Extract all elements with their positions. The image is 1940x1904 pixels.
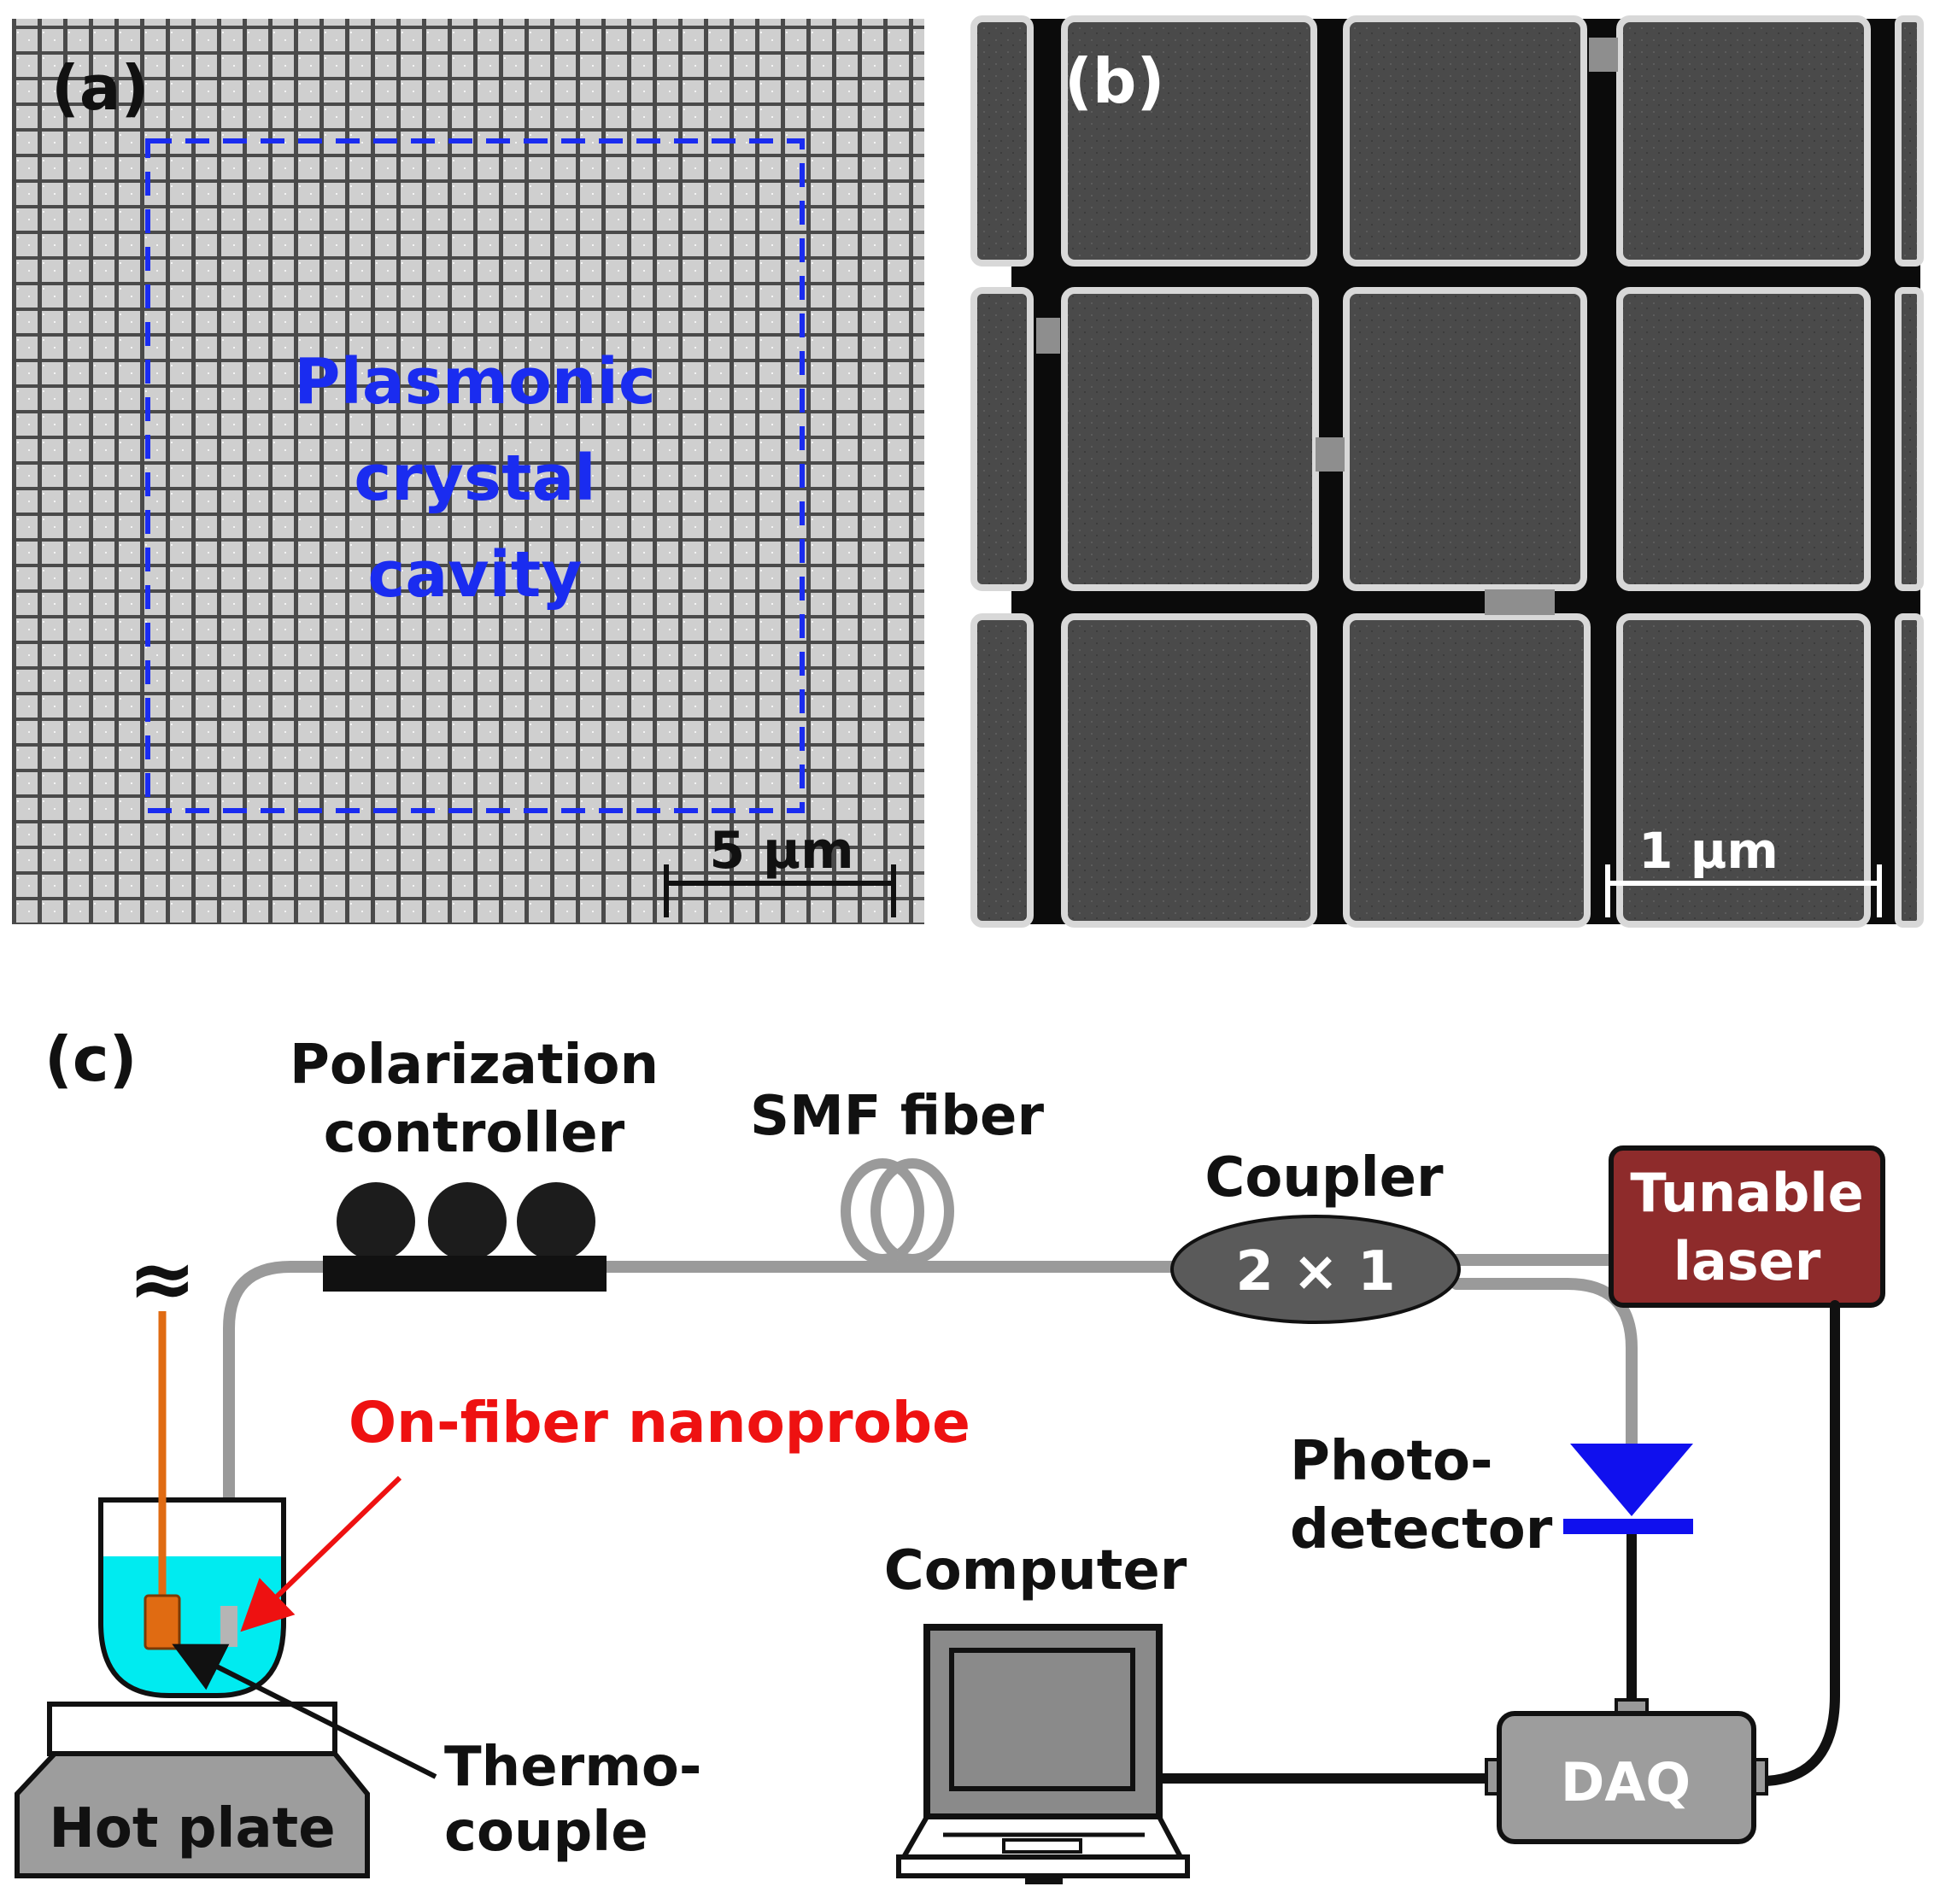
fiber-coil bbox=[841, 1158, 954, 1264]
computer-label: Computer bbox=[884, 1539, 1187, 1602]
panel-b-letter: (b) bbox=[1064, 45, 1164, 117]
photodetector bbox=[1563, 1444, 1693, 1534]
scale-label-b: 1 µm bbox=[1638, 822, 1779, 880]
sem-image-a bbox=[12, 19, 924, 924]
scale-bar-a bbox=[664, 864, 896, 917]
scale-bar-b bbox=[1605, 864, 1882, 917]
cavity-outline bbox=[145, 138, 805, 813]
sem-squares bbox=[970, 15, 1924, 928]
fiber-probe-tip bbox=[220, 1606, 237, 1647]
thermocouple-tip bbox=[144, 1594, 181, 1650]
thermocouple-arrow bbox=[172, 1643, 437, 1779]
coupler-ratio: 2 × 1 bbox=[1235, 1240, 1395, 1304]
polarization-controller-label-2: controller bbox=[324, 1102, 625, 1165]
polarization-controller bbox=[323, 1182, 607, 1292]
panel-c: (c) Polarization controller SMF fiber 2 … bbox=[15, 1023, 1885, 1884]
computer-icon bbox=[896, 1624, 1190, 1884]
tunable-laser-label-1: Tunable bbox=[1630, 1162, 1863, 1224]
electrical-cables bbox=[1157, 1300, 1840, 1786]
optical-fiber bbox=[223, 1254, 1638, 1631]
approx-symbol: ≈ bbox=[128, 1231, 196, 1327]
probe-label: On-fiber nanoprobe bbox=[349, 1390, 970, 1456]
panel-b: (b) 1 µm bbox=[970, 15, 1924, 928]
beaker bbox=[98, 1497, 286, 1698]
tunable-laser bbox=[1609, 1145, 1885, 1308]
cavity-label-line-2: crystal bbox=[354, 442, 595, 515]
thermocouple-label-2: couple bbox=[444, 1801, 648, 1864]
panel-a: (a) Plasmonic crystal cavity 5 µm bbox=[12, 19, 924, 924]
daq-device bbox=[1485, 1698, 1768, 1844]
smf-fiber-label: SMF fiber bbox=[750, 1085, 1044, 1148]
defect-bridges bbox=[1036, 38, 1618, 615]
liquid bbox=[101, 1556, 284, 1696]
panel-c-letter: (c) bbox=[44, 1023, 138, 1095]
daq-label: DAQ bbox=[1561, 1751, 1691, 1813]
cavity-label-line-1: Plasmonic bbox=[294, 345, 655, 419]
coupler bbox=[1170, 1215, 1461, 1324]
thermocouple-label-1: Thermo- bbox=[444, 1736, 701, 1799]
cavity-label-line-3: cavity bbox=[367, 538, 582, 612]
hot-plate bbox=[15, 1702, 370, 1878]
panel-a-letter: (a) bbox=[51, 52, 149, 124]
probe-arrow bbox=[240, 1475, 402, 1632]
photodetector-label-2: detector bbox=[1290, 1498, 1553, 1561]
photodetector-label-1: Photo- bbox=[1290, 1430, 1493, 1493]
scale-label-a: 5 µm bbox=[709, 821, 853, 881]
hot-plate-label: Hot plate bbox=[49, 1797, 335, 1860]
polarization-controller-label-1: Polarization bbox=[290, 1034, 659, 1097]
tunable-laser-label-2: laser bbox=[1673, 1230, 1821, 1292]
coupler-label: Coupler bbox=[1204, 1146, 1444, 1210]
